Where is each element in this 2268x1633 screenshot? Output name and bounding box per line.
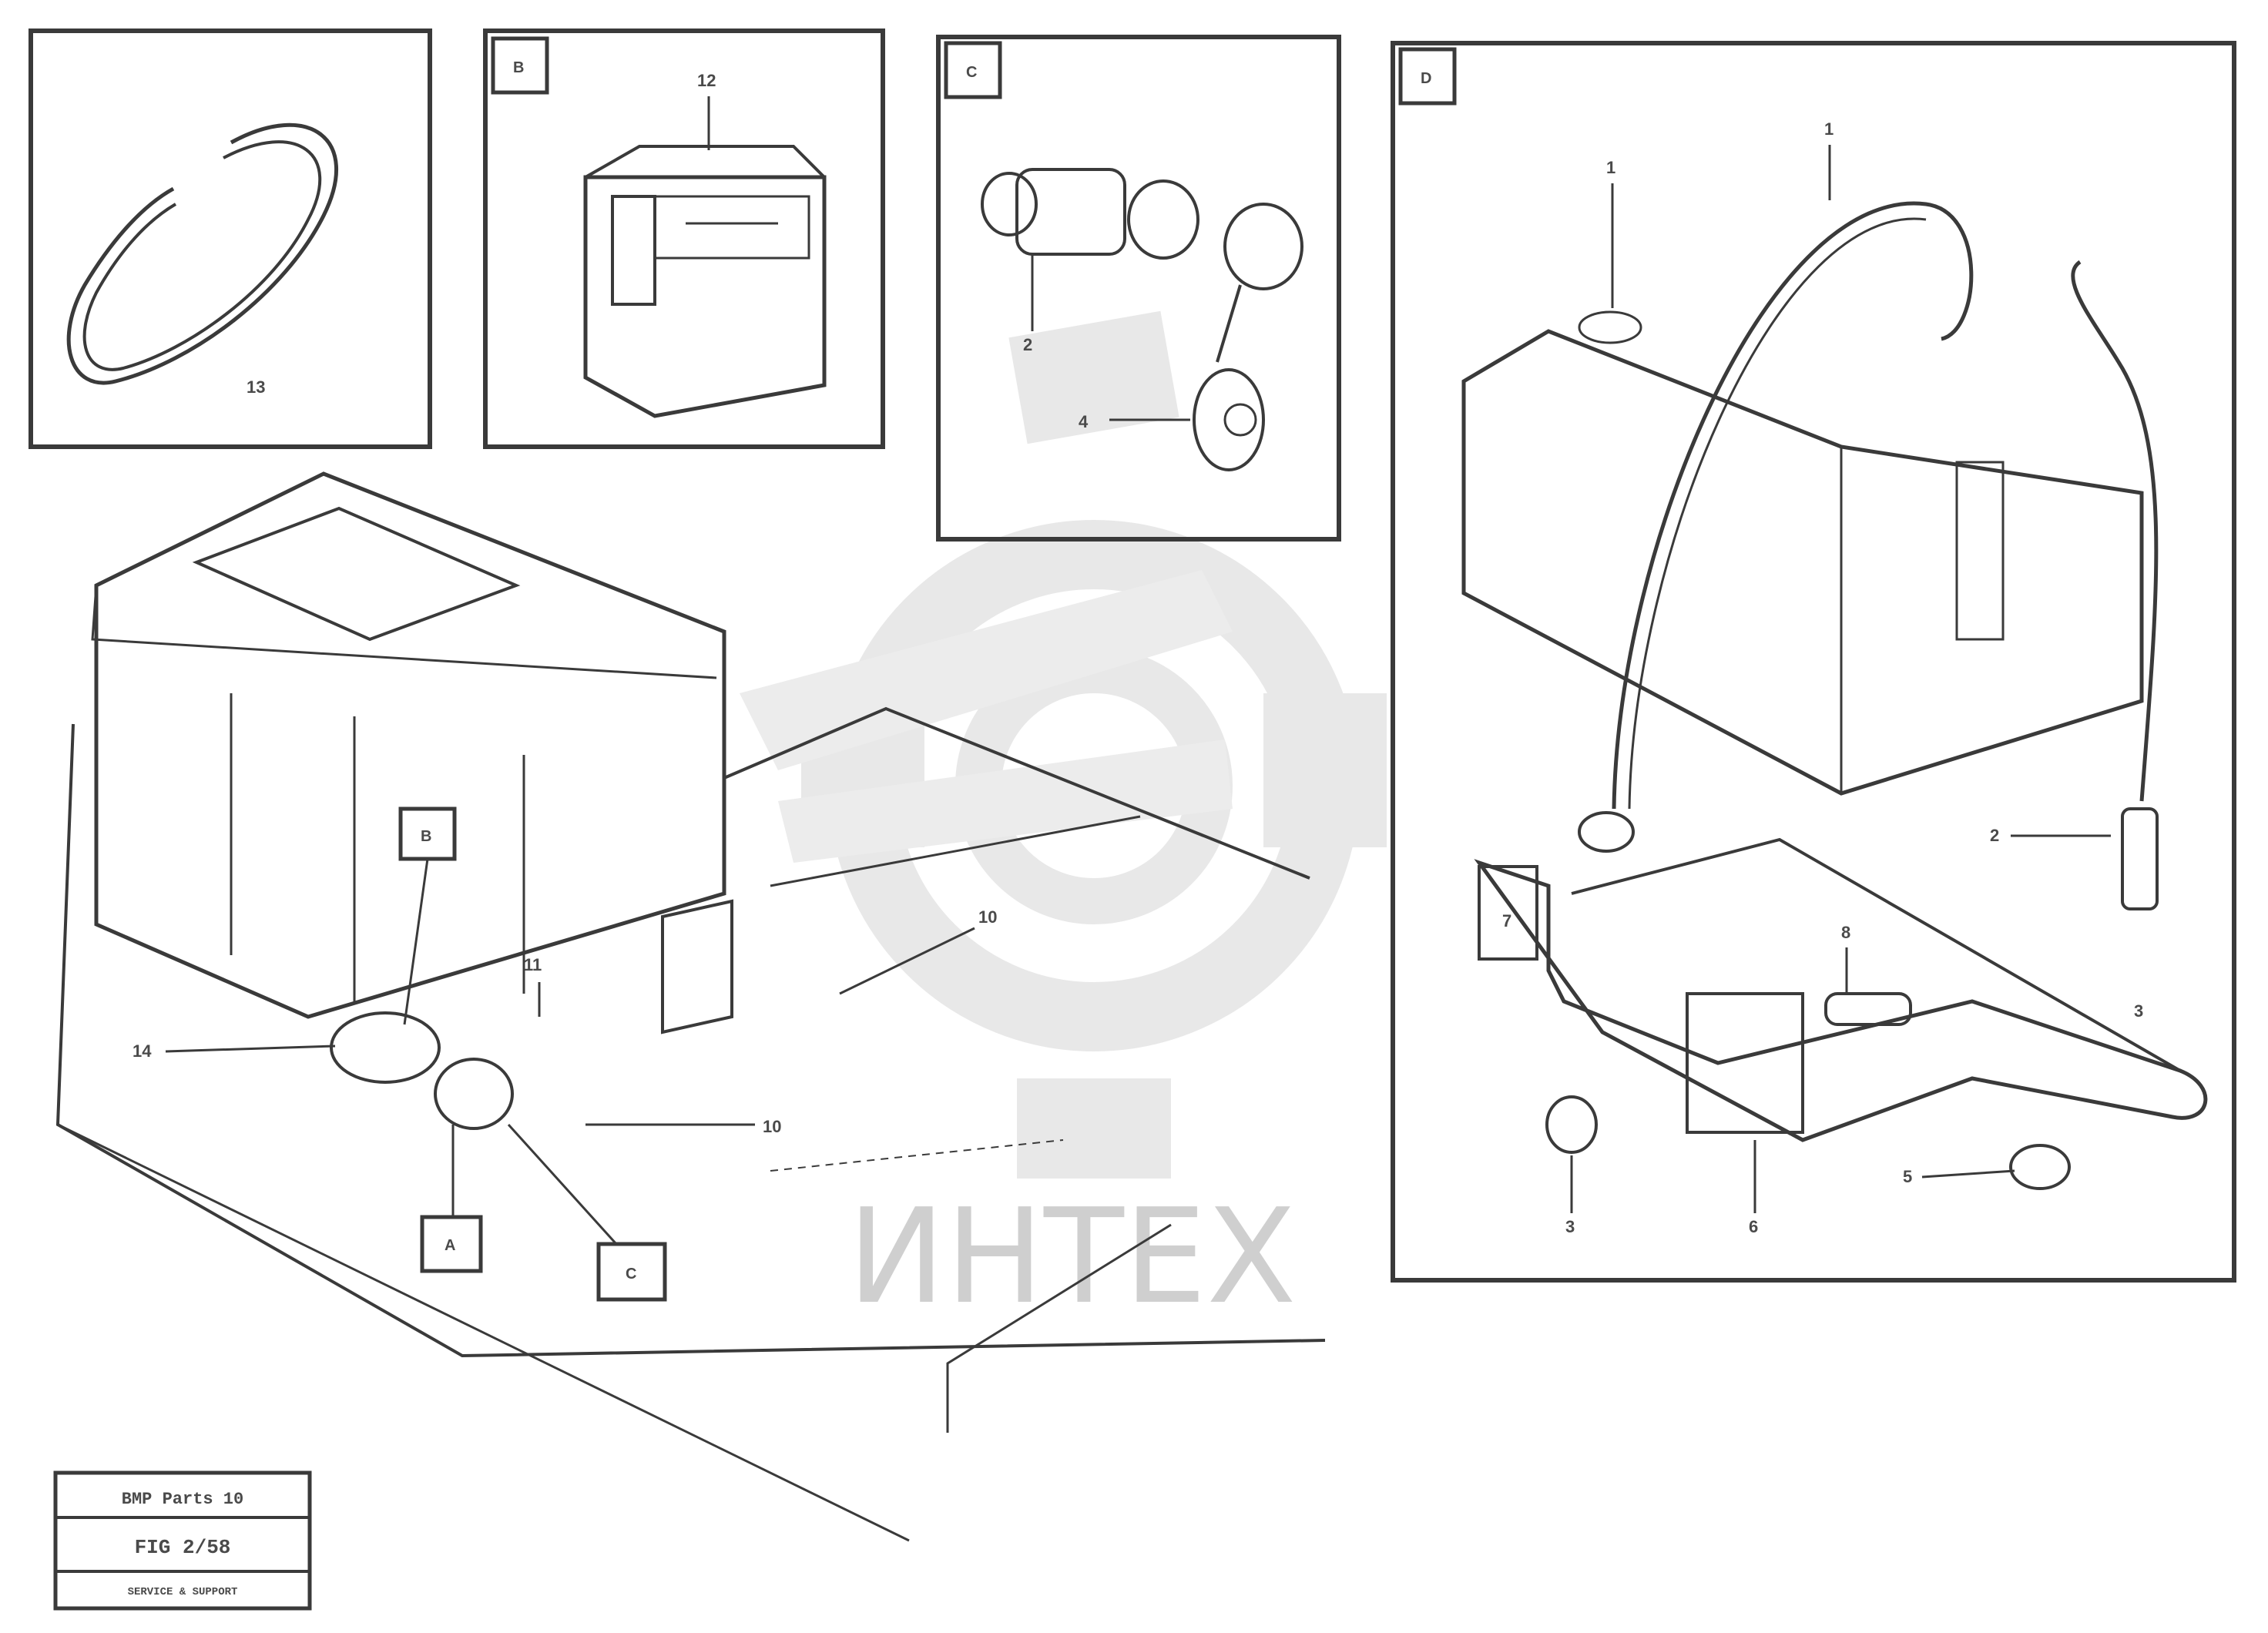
reference-stamp: ВМР Parts 10 FIG 2/58 SERVICE & SUPPORT <box>53 1470 312 1611</box>
part-number-11: 11 <box>524 955 542 974</box>
part-number-d-8: 8 <box>1841 923 1850 942</box>
part-number-d-7: 7 <box>1502 911 1511 931</box>
panel-b-relay: B 12 <box>483 29 885 449</box>
main-assembly-view: B A C 14 11 10 10 <box>55 471 1326 1542</box>
part-number-14: 14 <box>133 1041 152 1061</box>
marker-a: A <box>445 1237 455 1254</box>
part-number-d-2: 2 <box>1990 826 1999 845</box>
part-number-10b: 10 <box>978 907 997 927</box>
part-number-4: 4 <box>1079 412 1089 431</box>
part-number-d-1a: 1 <box>1606 158 1615 177</box>
panel-d-bracket: D 1 1 2 7 8 5 6 3 3 <box>1391 41 2236 1283</box>
panel-ring: 13 <box>29 29 432 449</box>
watermark-logo <box>740 310 1387 1179</box>
part-number-d-5: 5 <box>1903 1167 1912 1186</box>
stamp-line-1: ВМР Parts 10 <box>122 1490 243 1509</box>
part-number-2: 2 <box>1023 335 1032 354</box>
part-number-d-6: 6 <box>1749 1217 1758 1236</box>
part-number-13: 13 <box>247 377 265 397</box>
panel-d-letter: D <box>1421 70 1431 87</box>
part-number-10a: 10 <box>763 1117 781 1136</box>
watermark-text: ИНТЕХ <box>847 1181 1297 1333</box>
part-number-d-1b: 1 <box>1824 119 1834 139</box>
stamp-line-3: SERVICE & SUPPORT <box>128 1586 238 1598</box>
part-number-12: 12 <box>697 71 716 90</box>
part-number-d-3b: 3 <box>2134 1001 2143 1021</box>
part-number-d-3a: 3 <box>1565 1217 1575 1236</box>
panel-c-letter: C <box>966 64 977 81</box>
marker-b: B <box>421 828 431 845</box>
panel-c-connectors: C 2 4 <box>936 35 1341 542</box>
panel-b-letter: B <box>513 59 524 76</box>
marker-c: C <box>626 1266 636 1283</box>
stamp-line-2: FIG 2/58 <box>135 1536 231 1559</box>
